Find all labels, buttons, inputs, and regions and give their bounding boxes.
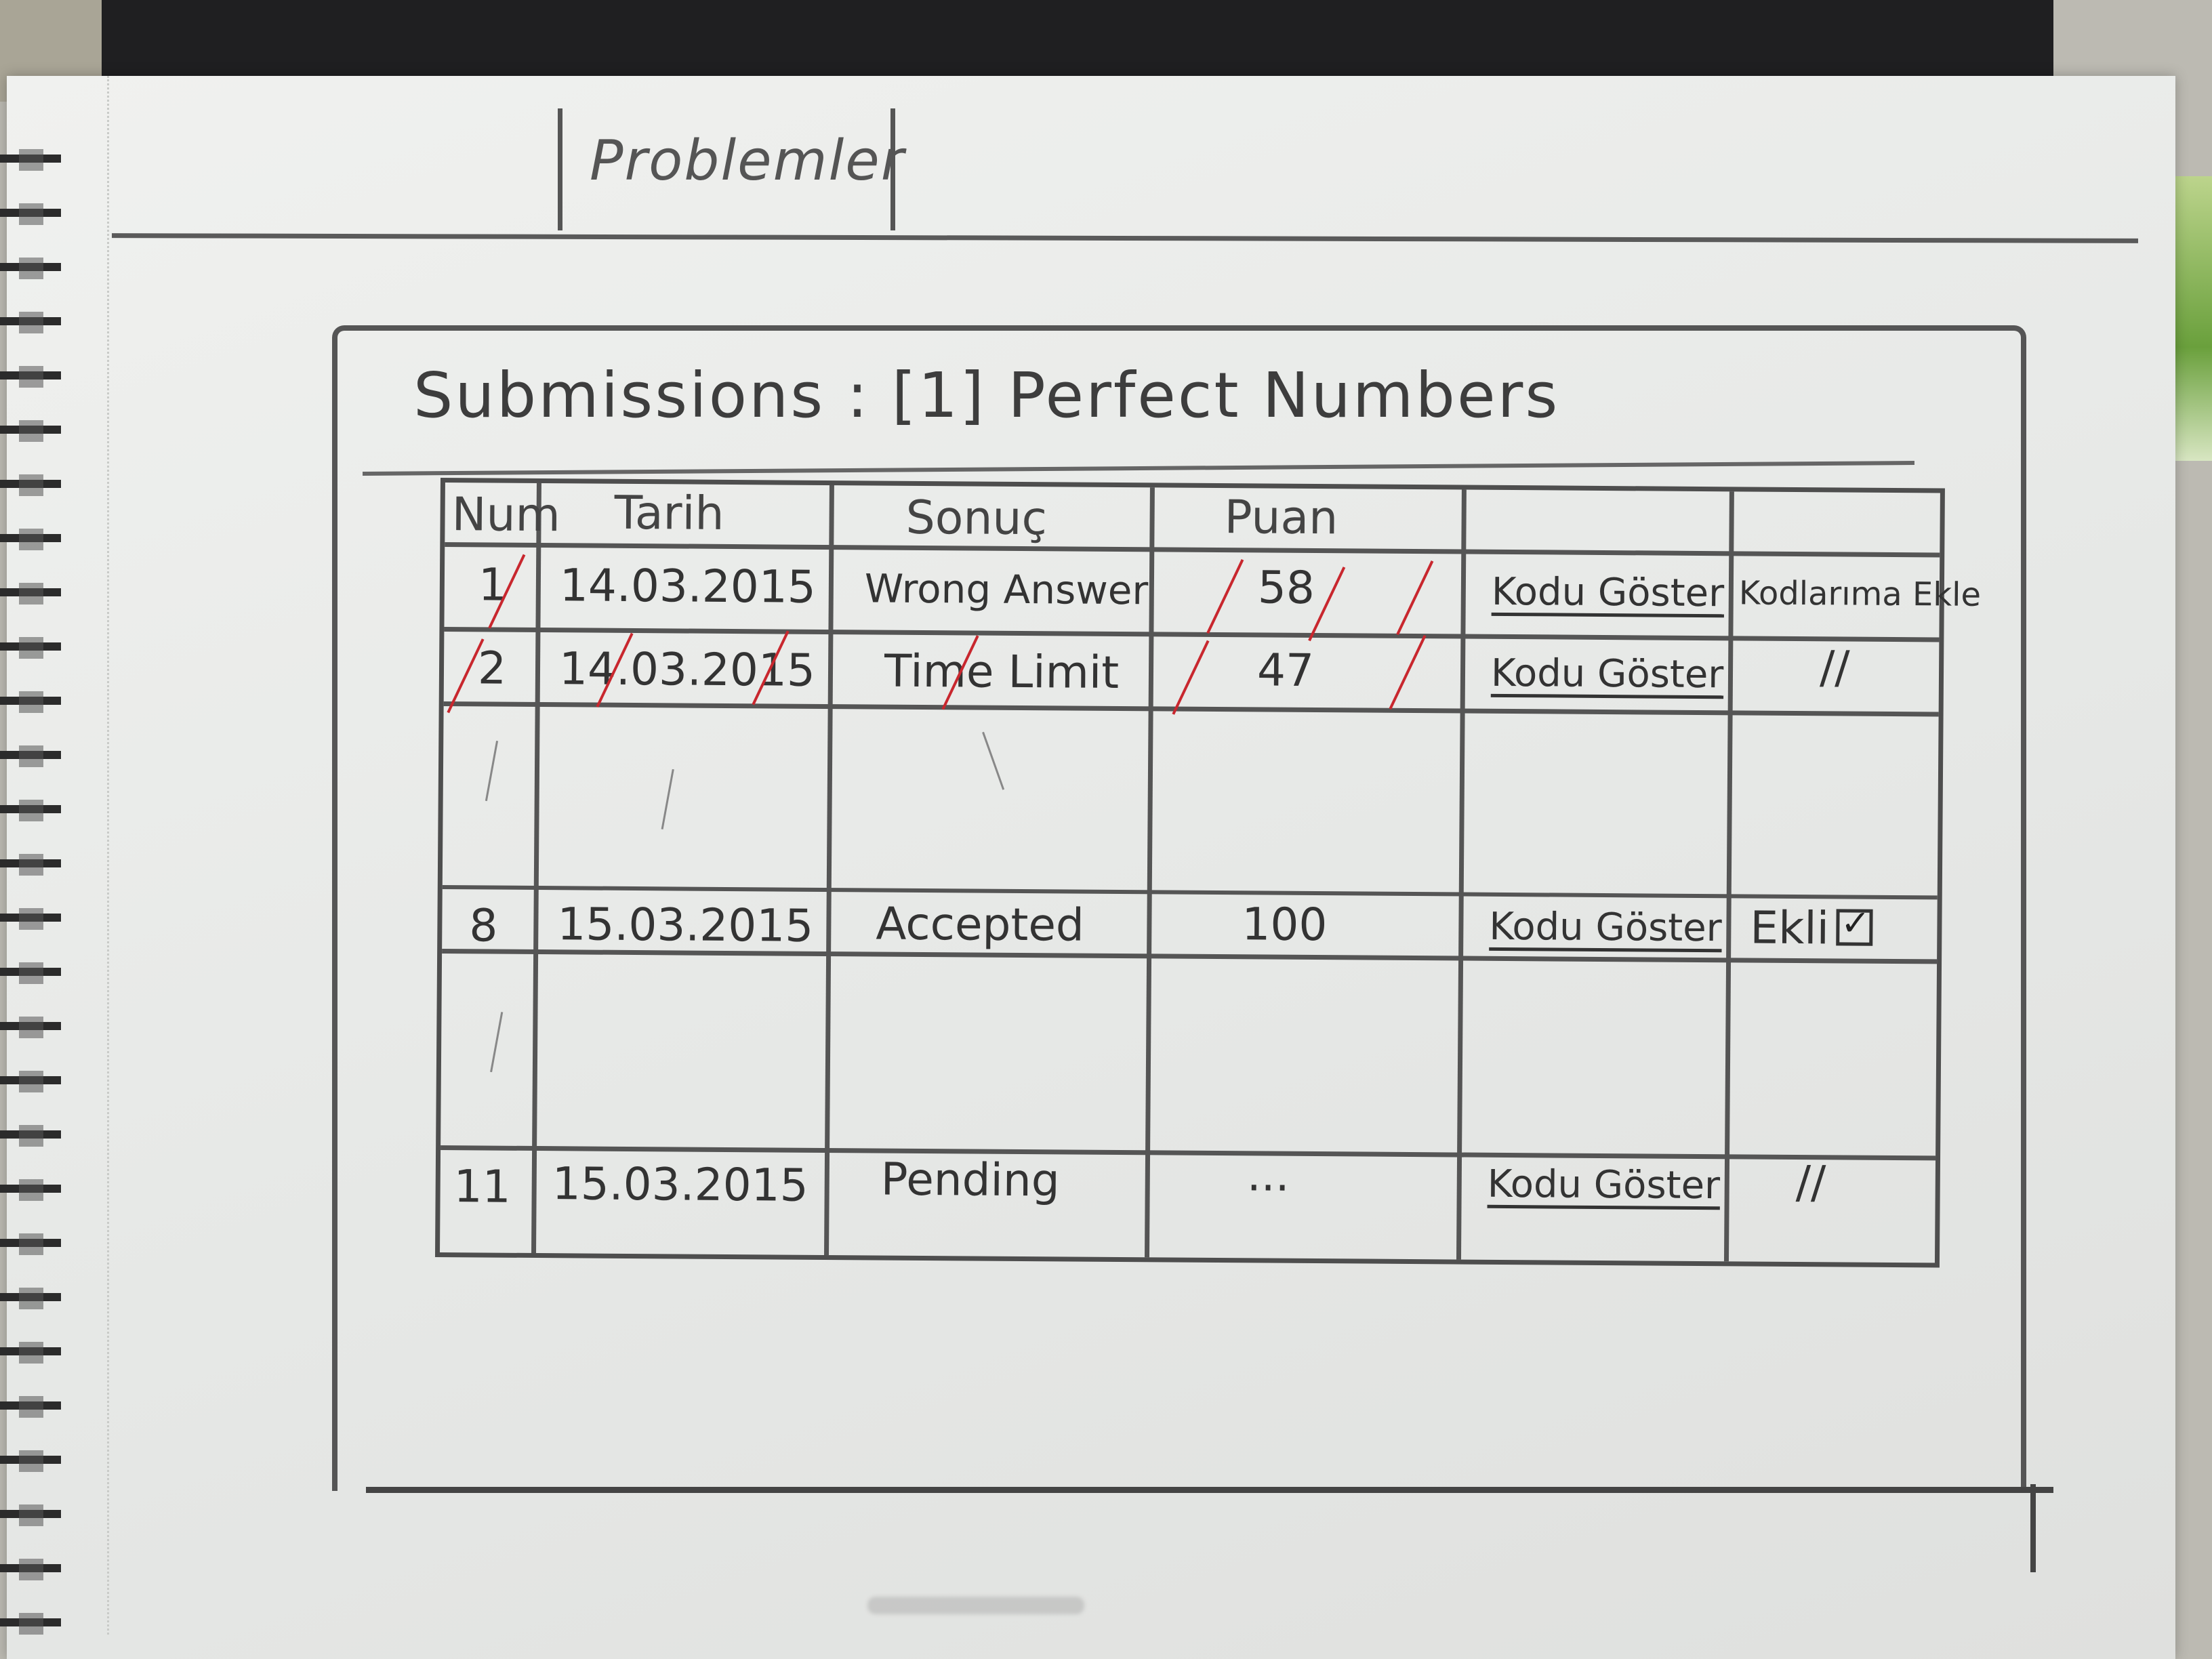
- row-score: 47: [1256, 644, 1315, 697]
- kodu-goster-link[interactable]: Kodu Göster: [1491, 569, 1725, 616]
- header-sonuc: Sonuç: [905, 491, 1048, 546]
- row-result: Time Limit: [884, 644, 1120, 699]
- row-date: 15.03.2015: [557, 898, 814, 952]
- ditto-mark: //: [1795, 1155, 1826, 1209]
- header-num: Num: [451, 488, 561, 543]
- panel-border: [2030, 1484, 2036, 1572]
- ekli-status: Ekli: [1750, 901, 1873, 955]
- submissions-table: Num Tarih Sonuç Puan 1 14.03.2015 Wrong …: [434, 478, 1981, 1268]
- page-title: Submissions : [1] Perfect Numbers: [413, 359, 1560, 432]
- row-num: 11: [453, 1160, 511, 1213]
- sketch-paper: [7, 76, 2175, 1659]
- tab-label: Problemler: [590, 129, 905, 193]
- ekli-label: Ekli: [1750, 901, 1830, 955]
- ditto-mark: //: [1819, 641, 1850, 694]
- notebook-spiral: [0, 129, 61, 1654]
- row-num: 8: [469, 899, 498, 952]
- row-score: 100: [1242, 898, 1328, 951]
- kodu-goster-link[interactable]: Kodu Göster: [1490, 651, 1724, 697]
- row-num: 2: [477, 642, 507, 695]
- row-date: 14.03.2015: [559, 559, 817, 613]
- row-result: Accepted: [876, 897, 1085, 951]
- eraser-smudge: [867, 1597, 1084, 1614]
- tab-problemler[interactable]: Problemler: [558, 108, 903, 230]
- panel-bottom-border: [366, 1487, 2053, 1493]
- paper-perforation: [107, 76, 110, 1635]
- kodlarima-ekle-button[interactable]: Kodlarıma Ekle: [1738, 574, 1982, 614]
- row-date: 15.03.2015: [552, 1158, 808, 1212]
- checked-box-icon[interactable]: [1835, 909, 1873, 946]
- table-row-ellipsis: [441, 954, 1938, 1161]
- submissions-panel: [332, 325, 2026, 1491]
- row-result: Pending: [880, 1153, 1060, 1207]
- row-score: ...: [1246, 1149, 1290, 1202]
- kodu-goster-link[interactable]: Kodu Göster: [1489, 904, 1722, 951]
- row-score: 58: [1257, 561, 1315, 615]
- kodu-goster-link[interactable]: Kodu Göster: [1487, 1162, 1721, 1208]
- row-result: Wrong Answer: [864, 565, 1149, 614]
- header-puan: Puan: [1224, 491, 1338, 546]
- header-tarih: Tarih: [614, 486, 724, 541]
